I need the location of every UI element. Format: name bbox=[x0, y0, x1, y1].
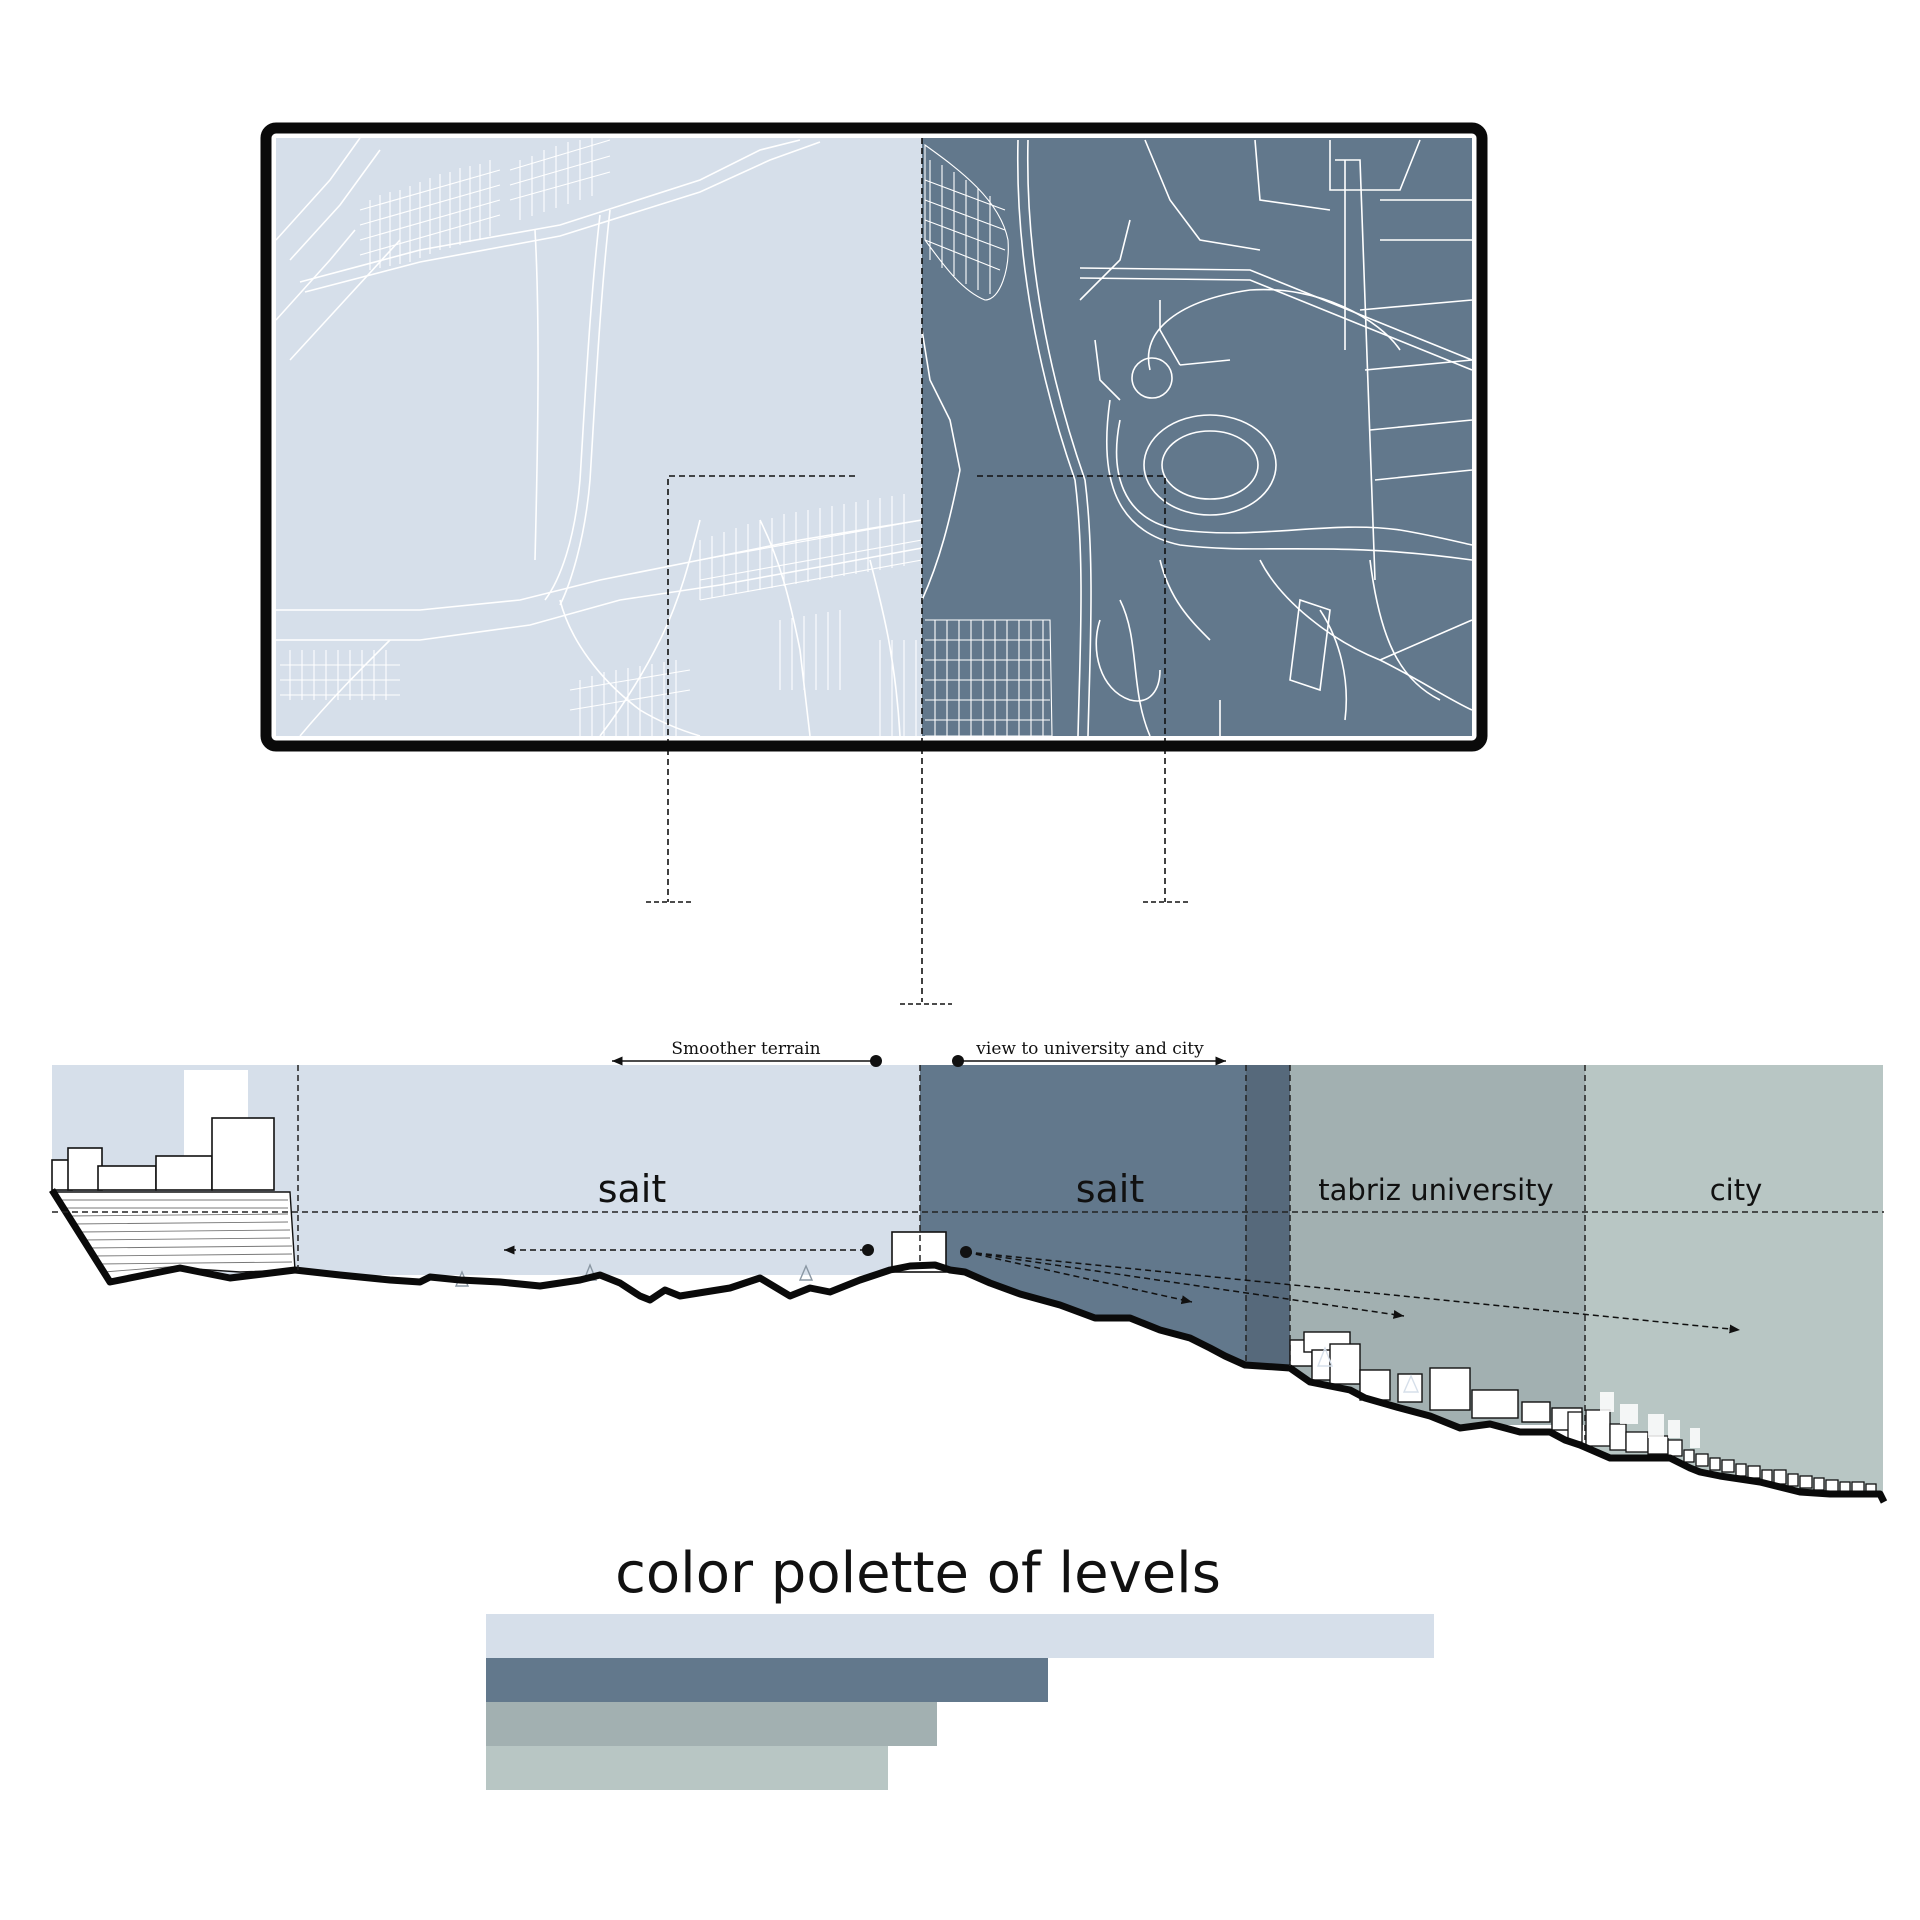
palette-bar-3 bbox=[486, 1702, 937, 1746]
city-background-buildings bbox=[1600, 1392, 1700, 1448]
palette-bar-2 bbox=[486, 1658, 1048, 1702]
left-hill-buildings bbox=[51, 1070, 275, 1191]
view-arrow-university-1 bbox=[965, 1251, 1193, 1305]
map-dark-blocks bbox=[924, 143, 1053, 737]
palette-bar-4 bbox=[486, 1746, 888, 1790]
palette-bar-1 bbox=[486, 1614, 1434, 1658]
section-cut-markers bbox=[667, 138, 1166, 1002]
view-origin-left bbox=[862, 1244, 874, 1256]
zone-bg-transition bbox=[1246, 1065, 1290, 1365]
map-frame bbox=[260, 122, 1488, 752]
cut-line-a bbox=[667, 475, 855, 902]
left-hill-strata bbox=[60, 1199, 293, 1273]
palette-bars bbox=[486, 1614, 1434, 1790]
annotation-dot-right bbox=[952, 1055, 964, 1067]
view-arrows bbox=[504, 1245, 1741, 1334]
annotation-view-to-university: view to university and city bbox=[975, 1039, 1204, 1059]
map-dark-linework bbox=[921, 139, 1473, 737]
site-map bbox=[260, 122, 1488, 1005]
zone-dividers bbox=[52, 1065, 1884, 1440]
university-trees bbox=[1316, 1346, 1420, 1393]
annotation-dot-left bbox=[870, 1055, 882, 1067]
map-light-area bbox=[276, 138, 922, 736]
view-arrow-university-2 bbox=[965, 1251, 1405, 1319]
terrain-line bbox=[49, 1188, 1888, 1504]
annotation-smoother-terrain: Smoother terrain bbox=[671, 1039, 820, 1059]
zone-label-sait-dark: sait bbox=[1076, 1167, 1145, 1211]
map-light-blocks bbox=[280, 138, 923, 736]
palette-title: color polette of levels bbox=[615, 1541, 1221, 1606]
map-dark-area bbox=[922, 138, 1472, 736]
view-origin-right bbox=[960, 1246, 972, 1258]
cut-line-b bbox=[977, 475, 1166, 902]
zone-label-tabriz-university: tabriz university bbox=[1318, 1173, 1553, 1207]
color-palette: color polette of levels bbox=[486, 1541, 1434, 1790]
zone-label-sait-light: sait bbox=[598, 1167, 667, 1211]
section-cut-ticks bbox=[646, 901, 1189, 1005]
zone-label-city: city bbox=[1710, 1173, 1763, 1207]
terrain-section: Smoother terrain view to university and … bbox=[49, 1039, 1888, 1520]
terrain-mask bbox=[52, 1190, 1884, 1520]
